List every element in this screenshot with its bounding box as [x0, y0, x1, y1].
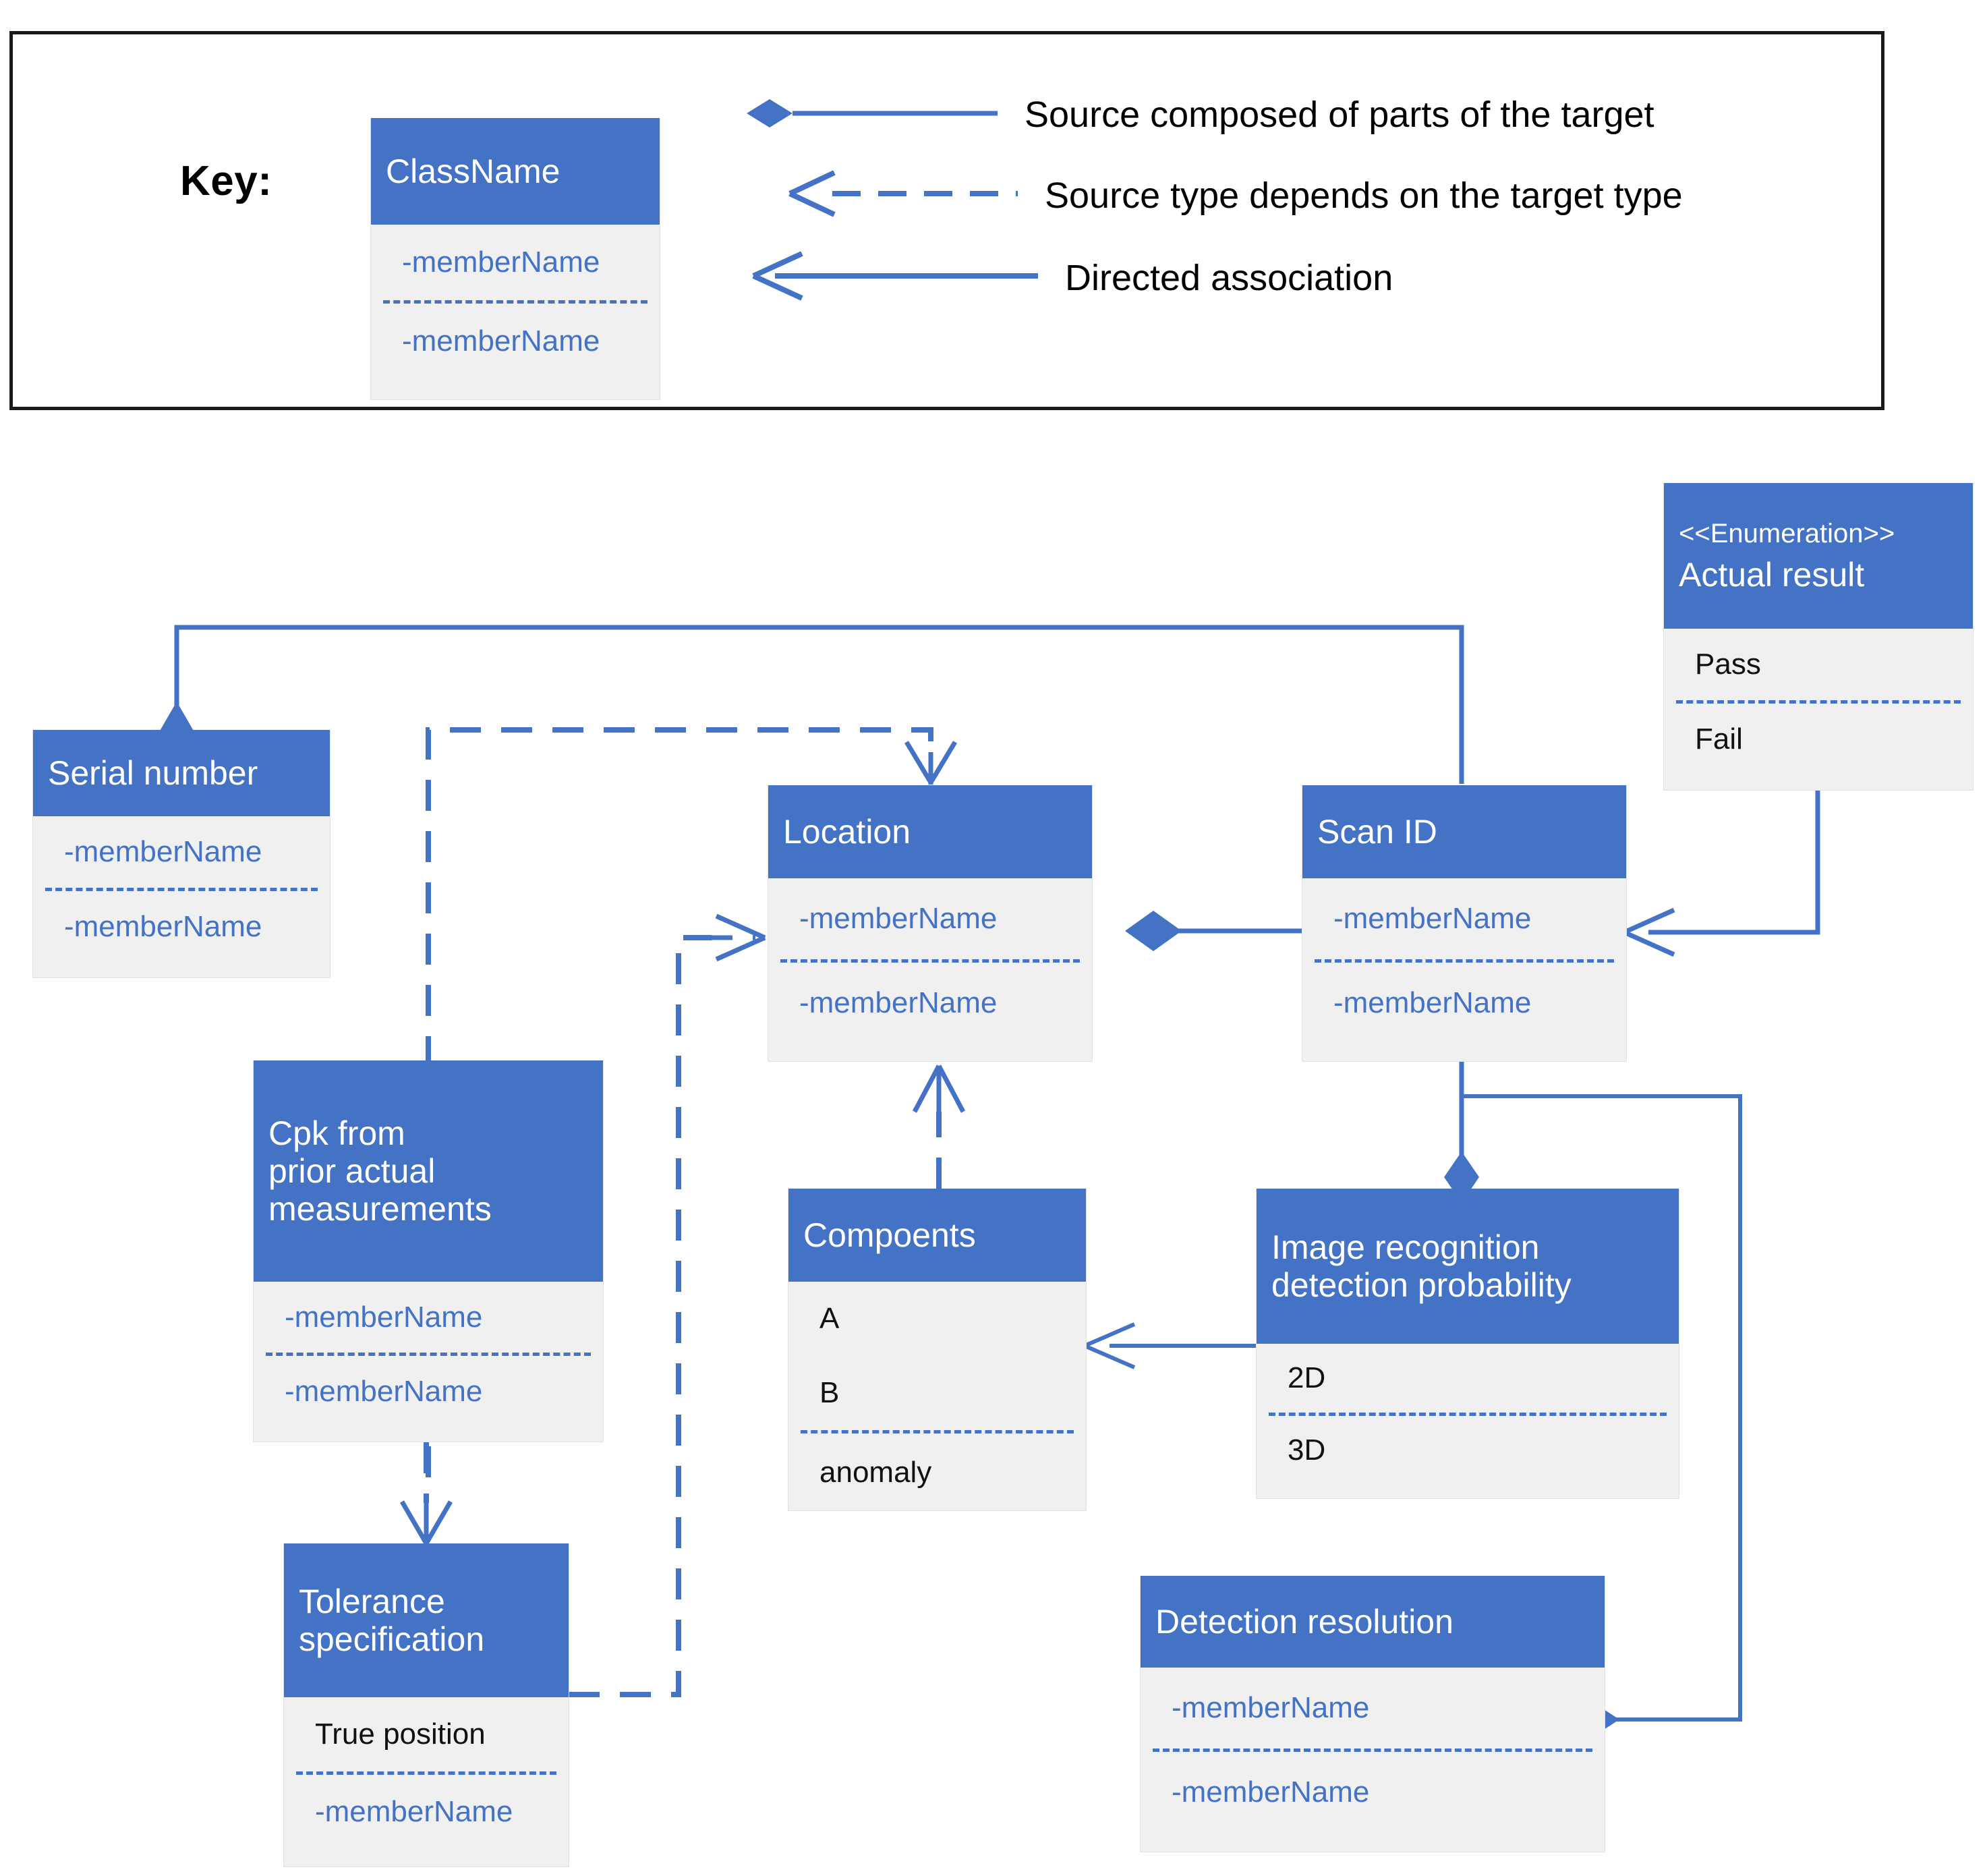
enum-literal-row: Fail — [1695, 722, 1743, 756]
enum-literal-row: Pass — [1695, 648, 1761, 681]
class-box-image-recognition[interactable]: Image recognition detection probability … — [1256, 1189, 1679, 1499]
key-sample-class-body: -memberName -memberName — [371, 225, 660, 399]
class-header-image-recognition: Image recognition detection probability — [1257, 1189, 1679, 1344]
member-row: -memberName — [799, 902, 998, 935]
key-sample-member-0: -memberName — [402, 246, 600, 279]
wire-scanid-to-imagerecognition — [1444, 1052, 1479, 1203]
class-box-detection-resolution[interactable]: Detection resolution -memberName -member… — [1140, 1576, 1605, 1852]
wire-actualresult-to-scanid — [1623, 791, 1820, 957]
class-title-image-recognition: Image recognition detection probability — [1271, 1228, 1572, 1304]
wire-compoents-to-location — [912, 1064, 966, 1189]
member-row: True position — [315, 1717, 486, 1751]
class-box-location[interactable]: Location -memberName -memberName — [768, 785, 1093, 1062]
class-header-tolerance-specification: Tolerance specification — [284, 1543, 569, 1697]
class-header-serial-number: Serial number — [33, 730, 330, 816]
class-header-cpk: Cpk from prior actual measurements — [254, 1060, 603, 1282]
member-row: -memberName — [1333, 902, 1532, 935]
class-title-tolerance-specification: Tolerance specification — [299, 1583, 485, 1658]
enum-literal-row: 2D — [1288, 1361, 1326, 1394]
member-row: -memberName — [315, 1795, 513, 1828]
class-box-scan-id[interactable]: Scan ID -memberName -memberName — [1302, 785, 1627, 1062]
key-sample-member-separator — [383, 300, 647, 304]
key-sample-class-box: ClassName -memberName -memberName — [370, 118, 660, 400]
class-header-location: Location — [768, 785, 1092, 878]
member-row: -memberName — [1172, 1775, 1370, 1809]
enum-literal-separator — [801, 1430, 1074, 1433]
key-label: Key: — [180, 158, 272, 204]
class-title-scan-id: Scan ID — [1317, 813, 1437, 851]
wire-imagerecognition-to-compoents — [1083, 1322, 1268, 1369]
class-body-serial-number: -memberName -memberName — [33, 816, 330, 978]
legend-text-2: Directed association — [1065, 258, 1393, 298]
key-sample-class-header: ClassName — [371, 118, 660, 225]
class-title-compoents: Compoents — [803, 1216, 976, 1254]
legend-composition-marker — [747, 99, 998, 127]
member-row: -memberName — [1172, 1691, 1370, 1724]
member-separator — [45, 888, 318, 891]
member-separator — [1153, 1749, 1592, 1752]
member-row: -memberName — [64, 910, 262, 943]
member-separator — [266, 1353, 591, 1356]
class-box-compoents[interactable]: Compoents A B anomaly — [788, 1189, 1087, 1511]
class-box-cpk[interactable]: Cpk from prior actual measurements -memb… — [253, 1060, 604, 1442]
class-body-compoents: A B anomaly — [788, 1282, 1086, 1511]
class-body-image-recognition: 2D 3D — [1257, 1344, 1679, 1499]
enum-literal-row: A — [819, 1302, 840, 1335]
legend-dependency-marker — [788, 170, 1018, 217]
key-sample-member-1: -memberName — [402, 324, 600, 358]
key-sample-class-title: ClassName — [386, 152, 560, 190]
class-header-scan-id: Scan ID — [1302, 785, 1626, 878]
class-title-detection-resolution: Detection resolution — [1155, 1603, 1453, 1641]
class-header-compoents: Compoents — [788, 1189, 1086, 1282]
member-separator — [780, 959, 1080, 963]
class-box-tolerance-specification[interactable]: Tolerance specification True position -m… — [283, 1543, 569, 1867]
class-title-actual-result: Actual result — [1679, 556, 1865, 594]
class-body-cpk: -memberName -memberName — [254, 1282, 603, 1442]
enum-literal-separator — [1676, 700, 1961, 704]
enum-literal-row: anomaly — [819, 1455, 932, 1489]
class-header-detection-resolution: Detection resolution — [1141, 1576, 1605, 1668]
class-body-tolerance-specification: True position -memberName — [284, 1697, 569, 1867]
enum-literal-row: 3D — [1288, 1433, 1326, 1467]
class-header-actual-result: <<Enumeration>> Actual result — [1664, 483, 1973, 629]
class-title-cpk: Cpk from prior actual measurements — [268, 1114, 492, 1228]
enum-literal-row: B — [819, 1376, 840, 1409]
class-title-serial-number: Serial number — [48, 754, 258, 792]
class-box-actual-result[interactable]: <<Enumeration>> Actual result Pass Fail — [1663, 483, 1974, 791]
wire-cpk-to-tolerancespec — [399, 1442, 453, 1545]
wire-scanid-to-serialnumber — [159, 625, 1464, 784]
class-title-location: Location — [783, 813, 911, 851]
wire-scanid-to-location — [1125, 911, 1302, 951]
class-body-actual-result: Pass Fail — [1664, 629, 1973, 791]
member-row: -memberName — [799, 986, 998, 1019]
member-row: -memberName — [1333, 986, 1532, 1019]
class-stereotype-actual-result: <<Enumeration>> — [1679, 519, 1895, 548]
member-row: -memberName — [285, 1300, 483, 1334]
enum-literal-separator — [1269, 1413, 1667, 1416]
member-row: -memberName — [285, 1374, 483, 1408]
key-legend-panel: Key: ClassName -memberName -memberName — [9, 31, 1884, 410]
class-box-serial-number[interactable]: Serial number -memberName -memberName — [32, 730, 330, 978]
key-legend-markers — [747, 99, 1038, 301]
class-body-scan-id: -memberName -memberName — [1302, 878, 1626, 1062]
legend-association-marker — [752, 251, 1038, 301]
class-body-location: -memberName -memberName — [768, 878, 1092, 1062]
member-separator — [1315, 959, 1614, 963]
legend-text-1: Source type depends on the target type — [1045, 175, 1683, 216]
member-separator — [296, 1771, 556, 1775]
member-row: -memberName — [64, 835, 262, 868]
class-body-detection-resolution: -memberName -memberName — [1141, 1668, 1605, 1852]
legend-text-0: Source composed of parts of the target — [1025, 94, 1654, 135]
